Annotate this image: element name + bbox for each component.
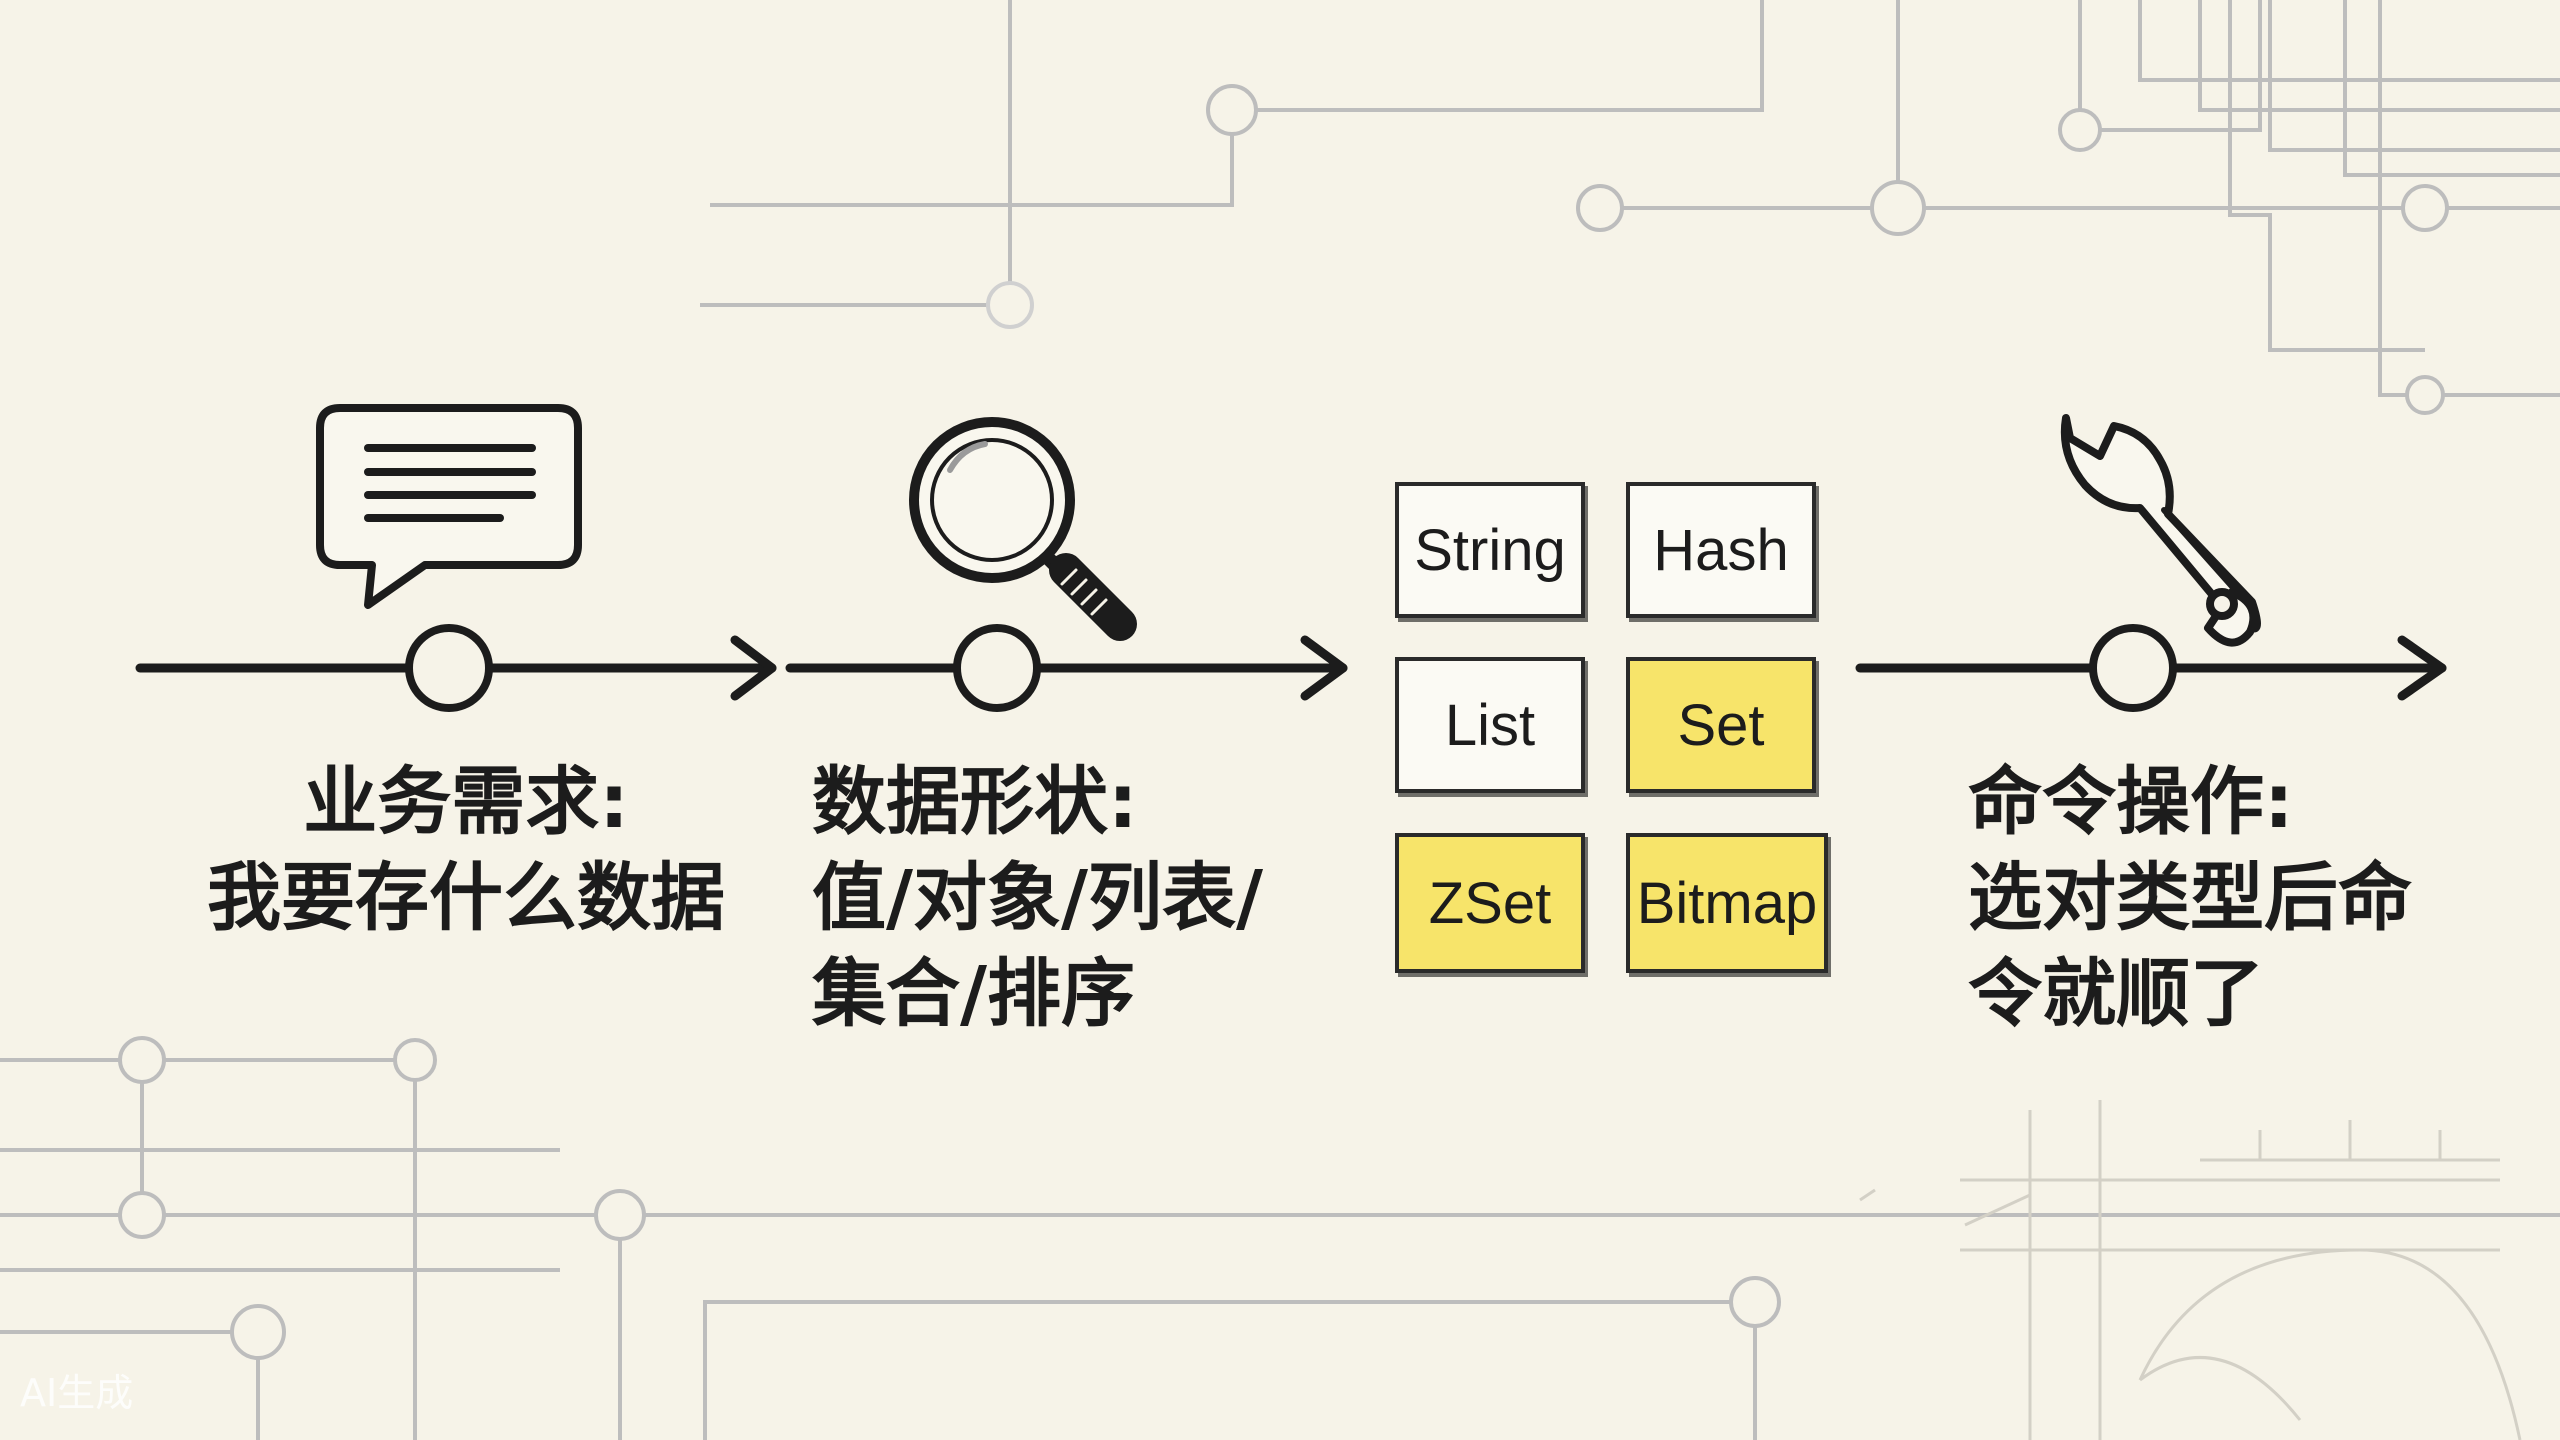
chat-bubble-icon	[316, 404, 582, 609]
type-box-hash: Hash	[1626, 482, 1816, 618]
type-box-set: Set	[1626, 657, 1816, 793]
type-box-string: String	[1395, 482, 1585, 618]
milestone-2	[953, 624, 1041, 712]
stage-1-line-2: 我要存什么数据	[207, 855, 725, 941]
wrench-icon	[2060, 414, 2261, 647]
stage-2-line-2: 值/对象/列表/	[812, 855, 1264, 941]
stage-4-line-3: 令就顺了	[1968, 951, 2264, 1037]
stage-2-line-1: 数据形状:	[812, 759, 1138, 845]
type-box-list: List	[1395, 657, 1585, 793]
stage-4-line-1: 命令操作:	[1968, 759, 2294, 845]
magnifier-icon	[909, 417, 1137, 641]
milestone-1	[405, 624, 493, 712]
type-box-zset: ZSet	[1395, 833, 1585, 973]
type-box-bitmap: Bitmap	[1626, 833, 1828, 973]
stage-1-line-1: 业务需求:	[303, 759, 629, 845]
stage-2-line-3: 集合/排序	[812, 951, 1136, 1037]
ai-generated-watermark: AI生成	[20, 1371, 134, 1415]
stage-4-label: 命令操作: 选对类型后命 令就顺了	[1968, 754, 2412, 1042]
stage-2-label: 数据形状: 值/对象/列表/ 集合/排序	[812, 754, 1263, 1042]
stage-4-line-2: 选对类型后命	[1968, 855, 2412, 941]
milestone-4	[2089, 624, 2177, 712]
milestone-dots	[405, 624, 2177, 712]
stage-1-label: 业务需求: 我要存什么数据	[196, 754, 736, 946]
